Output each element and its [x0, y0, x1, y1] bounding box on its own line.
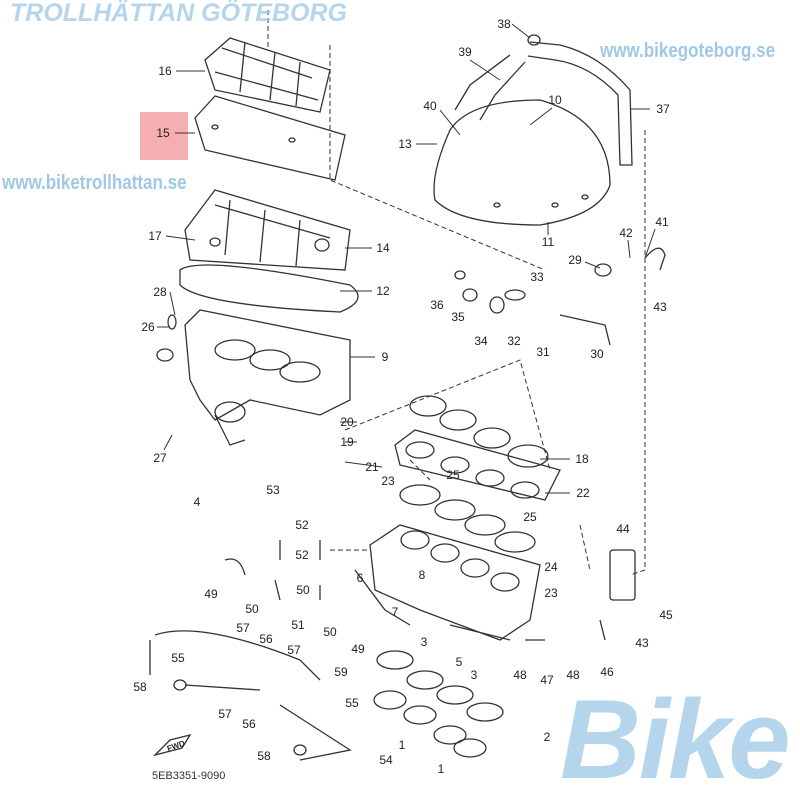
watermark-url-left[interactable]: www.biketrollhattan.se — [2, 172, 187, 194]
callout-part-59[interactable]: 59 — [334, 665, 348, 679]
callout-part-57[interactable]: 57 — [287, 643, 301, 657]
callout-part-3[interactable]: 3 — [470, 668, 478, 682]
callout-part-20[interactable]: 20 — [340, 415, 354, 429]
callout-part-3[interactable]: 3 — [420, 635, 428, 649]
callout-part-1[interactable]: 1 — [398, 738, 406, 752]
callout-part-21[interactable]: 21 — [365, 460, 379, 474]
air-filter-grid — [194, 37, 346, 181]
callout-part-43[interactable]: 43 — [653, 300, 667, 314]
callout-part-40[interactable]: 40 — [423, 99, 437, 113]
callout-part-57[interactable]: 57 — [218, 707, 232, 721]
callout-part-11[interactable]: 11 — [541, 235, 555, 249]
callout-part-48[interactable]: 48 — [513, 668, 527, 682]
callout-part-25[interactable]: 25 — [523, 510, 537, 524]
callout-part-49[interactable]: 49 — [204, 587, 218, 601]
callout-part-50[interactable]: 50 — [245, 602, 259, 616]
callout-part-43[interactable]: 43 — [635, 636, 649, 650]
callout-part-44[interactable]: 44 — [616, 522, 630, 536]
callout-part-32[interactable]: 32 — [507, 334, 521, 348]
highlight-part-15 — [140, 112, 188, 160]
leader-lines — [157, 10, 656, 576]
callout-part-38[interactable]: 38 — [497, 17, 511, 31]
callout-part-23[interactable]: 23 — [381, 474, 395, 488]
callout-part-29[interactable]: 29 — [568, 253, 582, 267]
callout-part-25[interactable]: 25 — [446, 468, 460, 482]
callout-part-58[interactable]: 58 — [257, 749, 271, 763]
callout-part-37[interactable]: 37 — [656, 102, 670, 116]
hoses-lower-left — [149, 540, 636, 761]
callout-part-56[interactable]: 56 — [242, 717, 256, 731]
callout-part-1[interactable]: 1 — [437, 762, 445, 776]
callout-part-4[interactable]: 4 — [193, 495, 201, 509]
callout-part-17[interactable]: 17 — [148, 229, 162, 243]
callout-part-49[interactable]: 49 — [351, 642, 365, 656]
callout-part-16[interactable]: 16 — [158, 64, 172, 78]
callout-part-48[interactable]: 48 — [566, 668, 580, 682]
callout-part-53[interactable]: 53 — [266, 483, 280, 497]
callout-part-24[interactable]: 24 — [544, 560, 558, 574]
callout-part-2[interactable]: 2 — [543, 730, 551, 744]
throttle-bodies — [369, 484, 541, 641]
watermark-cities: TROLLHÄTTAN GÖTEBORG — [10, 0, 347, 27]
callout-part-51[interactable]: 51 — [291, 618, 305, 632]
upper-cover — [433, 34, 633, 226]
callout-part-14[interactable]: 14 — [376, 241, 390, 255]
callout-part-27[interactable]: 27 — [153, 451, 167, 465]
intake-manifolds — [373, 650, 504, 758]
callout-part-52[interactable]: 52 — [295, 518, 309, 532]
callout-part-50[interactable]: 50 — [296, 583, 310, 597]
intake-joints — [394, 395, 561, 501]
callout-part-39[interactable]: 39 — [458, 45, 472, 59]
callout-part-22[interactable]: 22 — [576, 486, 590, 500]
callout-part-31[interactable]: 31 — [536, 345, 550, 359]
callout-part-28[interactable]: 28 — [153, 285, 167, 299]
callout-part-30[interactable]: 30 — [590, 347, 604, 361]
air-box — [156, 189, 359, 446]
callout-part-42[interactable]: 42 — [619, 226, 633, 240]
callout-part-55[interactable]: 55 — [171, 651, 185, 665]
callout-part-26[interactable]: 26 — [141, 320, 155, 334]
callout-part-47[interactable]: 47 — [540, 673, 554, 687]
callout-part-8[interactable]: 8 — [418, 568, 426, 582]
callout-part-52[interactable]: 52 — [295, 548, 309, 562]
callout-part-19[interactable]: 19 — [340, 435, 354, 449]
callout-part-18[interactable]: 18 — [575, 452, 589, 466]
callout-part-46[interactable]: 46 — [600, 665, 614, 679]
callout-part-33[interactable]: 33 — [530, 270, 544, 284]
callout-part-41[interactable]: 41 — [655, 215, 669, 229]
callout-part-35[interactable]: 35 — [451, 310, 465, 324]
callout-part-58[interactable]: 58 — [133, 680, 147, 694]
callout-part-56[interactable]: 56 — [259, 632, 273, 646]
callout-part-50[interactable]: 50 — [323, 625, 337, 639]
callout-part-15[interactable]: 15 — [156, 126, 170, 140]
callout-part-23[interactable]: 23 — [544, 586, 558, 600]
watermark-brand: Bike — [560, 677, 791, 800]
hoses-upper-right — [454, 247, 666, 346]
callout-part-55[interactable]: 55 — [345, 696, 359, 710]
callout-part-34[interactable]: 34 — [474, 334, 488, 348]
callout-part-5[interactable]: 5 — [455, 655, 463, 669]
callout-part-10[interactable]: 10 — [548, 93, 562, 107]
part-code: 5EB3351-9090 — [152, 770, 226, 782]
callout-part-7[interactable]: 7 — [391, 605, 399, 619]
callout-part-57[interactable]: 57 — [236, 621, 250, 635]
callout-part-9[interactable]: 9 — [381, 350, 389, 364]
callout-part-13[interactable]: 13 — [398, 137, 412, 151]
callout-part-36[interactable]: 36 — [430, 298, 444, 312]
callout-part-45[interactable]: 45 — [659, 608, 673, 622]
callout-part-6[interactable]: 6 — [356, 571, 364, 585]
callout-part-54[interactable]: 54 — [379, 753, 393, 767]
callout-part-12[interactable]: 12 — [376, 284, 390, 298]
watermark-url-right[interactable]: www.bikegoteborg.se — [600, 40, 776, 62]
fwd-arrow-icon — [152, 733, 192, 757]
